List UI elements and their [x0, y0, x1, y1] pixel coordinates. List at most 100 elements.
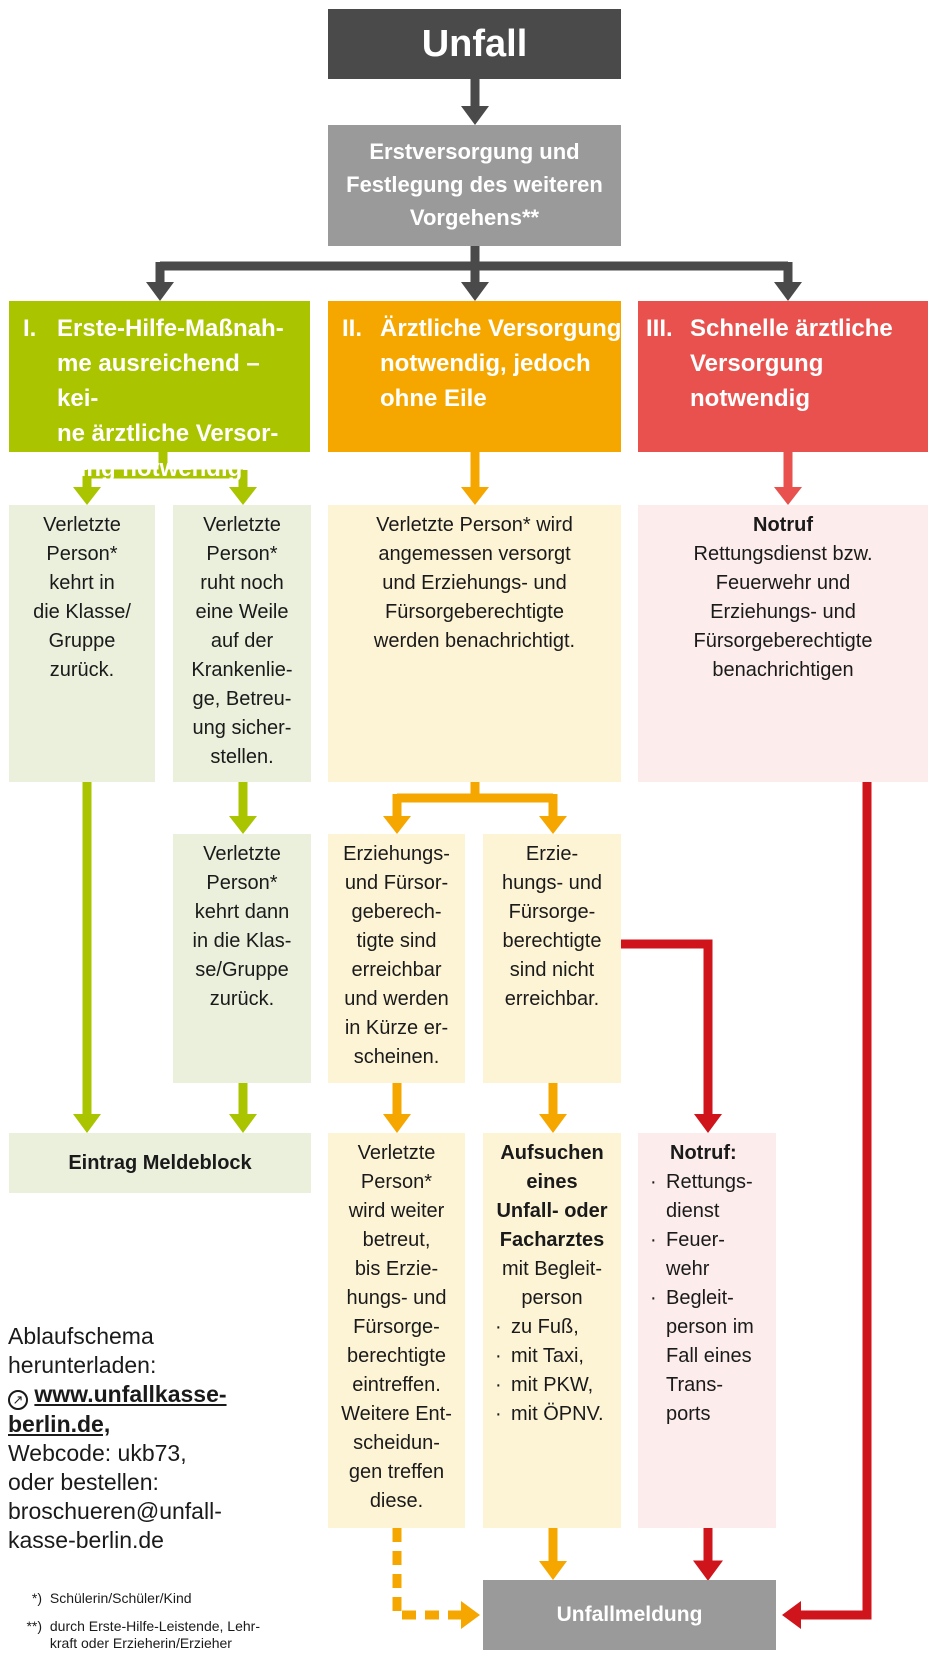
- email-link-cont[interactable]: kasse-berlin.de: [8, 1527, 164, 1553]
- branch-two-header: II. Ärztliche Versorgung notwendig, jedo…: [328, 301, 621, 452]
- text-line: berechtigte: [502, 930, 602, 952]
- text-line: werden benachrichtigt.: [373, 630, 576, 652]
- emergency-list: Rettungs- dienst Feuer- wehr Begleit- pe…: [638, 1168, 776, 1429]
- text-line: Fall eines: [666, 1345, 752, 1367]
- text-line: gen treffen: [348, 1461, 445, 1483]
- text-line: Feuerwehr und: [715, 572, 851, 594]
- eintrag-label: Eintrag Meldeblock: [68, 1152, 252, 1174]
- yellow-box-care: Verletzte Person* wird angemessen versor…: [328, 505, 621, 782]
- text-line: zurück.: [49, 659, 115, 681]
- transport-item: zu Fuß,: [489, 1313, 621, 1342]
- eintrag-meldeblock-box: Eintrag Meldeblock: [9, 1133, 311, 1193]
- text-line: Verletzte: [203, 843, 281, 865]
- link-line: ↗ www.unfallkasse-: [8, 1380, 308, 1410]
- transport-item: mit PKW,: [489, 1371, 621, 1400]
- branch-two-line: Ärztliche Versorgung: [380, 315, 622, 342]
- green-box-return-later: Verletzte Person* kehrt dann in die Klas…: [173, 834, 311, 1083]
- text-line: person im: [666, 1316, 754, 1338]
- text-line: Rettungs-: [666, 1171, 753, 1193]
- orange-arrows: [383, 452, 567, 1629]
- text-line: kehrt in: [49, 572, 115, 594]
- green-box-return-class: Verletzte Person* kehrt in die Klasse/ G…: [9, 505, 155, 782]
- transport-list: zu Fuß, mit Taxi, mit PKW, mit ÖPNV.: [483, 1313, 621, 1429]
- footnote-1: *) Schülerin/Schüler/Kind: [10, 1590, 192, 1607]
- text-line: Fürsorgeberechtigte: [693, 630, 873, 652]
- emergency-item: Begleit- person im Fall eines Trans- por…: [644, 1284, 776, 1429]
- branch-three-line: Versorgung: [690, 350, 824, 377]
- transport-item: mit ÖPNV.: [489, 1400, 621, 1429]
- bold-line: Facharztes: [499, 1229, 605, 1251]
- website-link[interactable]: www.unfallkasse-: [34, 1381, 227, 1407]
- branch-two-number: II.: [342, 315, 363, 342]
- text-line: betreut,: [362, 1229, 431, 1251]
- branch-one-line: me ausreichend – kei-: [57, 350, 260, 412]
- footnote-text: Schülerin/Schüler/Kind: [49, 1590, 192, 1606]
- text-line: hungs- und: [501, 872, 603, 894]
- text-line: Person*: [46, 543, 118, 565]
- text-line: benachrichtigen: [712, 659, 854, 681]
- start-box: Unfall: [328, 9, 621, 79]
- first-aid-line: Festlegung des weiteren: [346, 172, 603, 197]
- text-line: ports: [666, 1403, 711, 1425]
- text-line: Erziehungs-: [343, 843, 450, 865]
- website-link-cont[interactable]: berlin.de,: [8, 1411, 111, 1437]
- text-line: Person*: [360, 1171, 433, 1193]
- download-info: Ablaufschema herunterladen: ↗ www.unfall…: [8, 1322, 308, 1555]
- branch-two-line: notwendig, jedoch: [380, 350, 591, 377]
- emergency-item: Feuer- wehr: [644, 1226, 776, 1284]
- text-line: und Fürsor-: [344, 872, 449, 894]
- emergency-call-title: Notruf:: [670, 1142, 737, 1164]
- yellow-box-not-reachable: Erzie- hungs- und Fürsorge- berechtigte …: [483, 834, 621, 1083]
- text-line: wehr: [666, 1258, 710, 1280]
- text-line: Person*: [206, 543, 278, 565]
- bold-line: Unfall- oder: [496, 1200, 608, 1222]
- text-line: kehrt dann: [194, 901, 290, 923]
- yellow-box-further-care: Verletzte Person* wird weiter betreut, b…: [328, 1133, 465, 1528]
- text-line: erreichbar.: [504, 988, 600, 1010]
- text-line: zurück.: [209, 988, 275, 1010]
- text-line: ruht noch: [200, 572, 284, 594]
- text-line: eintreffen.: [352, 1374, 441, 1396]
- green-arrows: [73, 452, 257, 1133]
- text-line: angemessen versorgt: [378, 543, 571, 565]
- emergency-item: Rettungs- dienst: [644, 1168, 776, 1226]
- info-line: herunterladen:: [8, 1352, 157, 1378]
- text-line: bis Erzie-: [354, 1258, 439, 1280]
- dark-arrows: [146, 79, 802, 301]
- text-line: wird weiter: [348, 1200, 445, 1222]
- text-line: Gruppe: [48, 630, 116, 652]
- branch-three-line: notwendig: [690, 385, 810, 412]
- branch-three-number: III.: [646, 315, 673, 342]
- branch-one-number: I.: [23, 315, 37, 342]
- footnote-text: durch Erste-Hilfe-Leistende, Lehr-: [49, 1618, 260, 1634]
- bold-line: Aufsuchen: [500, 1142, 604, 1164]
- branch-one-line: ne ärztliche Versor-: [57, 420, 279, 447]
- text-line: erreichbar: [351, 959, 442, 981]
- first-aid-line: Vorgehens**: [409, 205, 540, 230]
- footnote-mark: **): [26, 1618, 42, 1634]
- text-line: Fürsorge-: [353, 1316, 440, 1338]
- text-line: und werden: [344, 988, 449, 1010]
- text-line: Krankenlie-: [191, 659, 293, 681]
- text-line: Verletzte: [43, 514, 121, 536]
- unfallmeldung-label: Unfallmeldung: [556, 1603, 703, 1626]
- text-line: scheidun-: [353, 1432, 440, 1454]
- branch-three-line: Schnelle ärztliche: [690, 315, 893, 342]
- text-line: Erzie-: [525, 843, 579, 865]
- text-line: stellen.: [210, 746, 274, 768]
- text-line: berechtigte: [347, 1345, 446, 1367]
- info-line: Webcode: ukb73,: [8, 1440, 187, 1466]
- darkred-arrows: [620, 782, 872, 1629]
- branch-two-line: ohne Eile: [380, 385, 487, 412]
- text-line: dienst: [666, 1200, 720, 1222]
- text-line: geberech-: [351, 901, 442, 923]
- text-line: mit Begleit-: [501, 1258, 603, 1280]
- text-line: scheinen.: [353, 1046, 440, 1068]
- email-link[interactable]: broschueren@unfall-: [8, 1498, 222, 1524]
- unfallmeldung-box: Unfallmeldung: [483, 1580, 776, 1650]
- emergency-title: Notruf: [753, 514, 813, 536]
- text-line: in Kürze er-: [344, 1017, 449, 1039]
- external-link-icon: ↗: [8, 1390, 28, 1410]
- footnote-text: kraft oder Erzieherin/Erzieher: [49, 1635, 232, 1651]
- text-line: hungs- und: [346, 1287, 447, 1309]
